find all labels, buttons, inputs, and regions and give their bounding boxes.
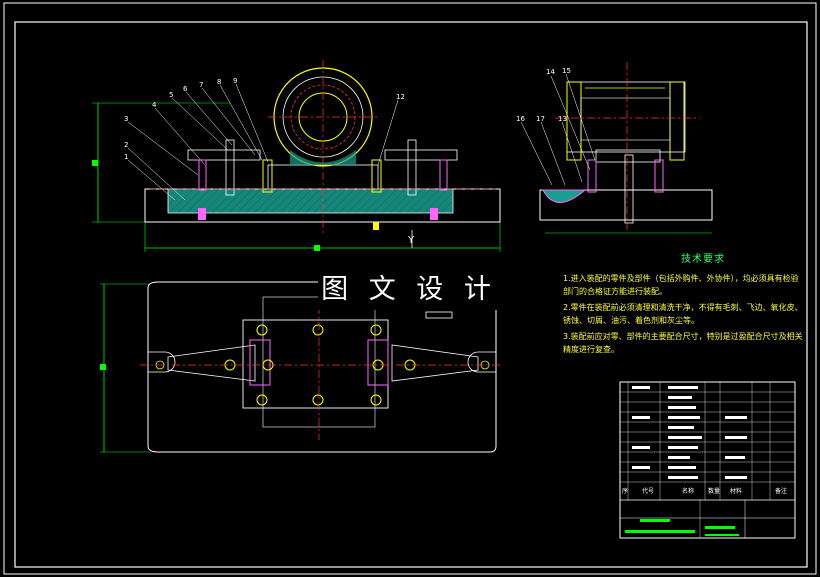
- watermark: 图 文 设 计: [318, 270, 500, 310]
- title-block: [619, 381, 796, 539]
- balloon: 9: [233, 77, 237, 85]
- requirement-item: 1.进入装配的零件及部件（包括外购件、外协件），均必须具有检验部门的合格证方能进…: [563, 274, 799, 296]
- tb-header-seq: 序: [622, 488, 629, 495]
- balloon: 4: [152, 101, 157, 109]
- balloon: 1: [124, 153, 128, 161]
- requirement-item: 2.零件在装配前必须清理和清洗干净，不得有毛刺、飞边、氧化皮、锈蚀、切屑、油污、…: [563, 303, 803, 325]
- tb-header-qty: 数量: [708, 488, 721, 495]
- inner-frame: [14, 21, 808, 568]
- balloon: 7: [199, 81, 203, 89]
- tb-header-code: 代号: [642, 488, 655, 495]
- outer-frame: [3, 2, 817, 575]
- balloon: 2: [124, 141, 128, 149]
- requirements-title: 技术要求: [681, 254, 725, 265]
- balloon: 5: [169, 91, 173, 99]
- front-view: Y: [92, 60, 501, 252]
- front-balloons: 1 2 3 4 5 6 7 8 9 12: [124, 77, 405, 161]
- balloon: 16: [516, 115, 525, 123]
- requirement-item: 3.装配前应对零、部件的主要配合尺寸，特别是过盈配合尺寸及相关精度进行复查。: [563, 332, 803, 354]
- balloon: 15: [562, 67, 571, 75]
- section-mark: Y: [407, 235, 415, 246]
- tb-header-material: 材料: [730, 488, 743, 495]
- balloon: 6: [183, 85, 188, 93]
- balloon: 14: [546, 68, 555, 76]
- tb-header-notes: 备注: [775, 488, 788, 495]
- balloon: 12: [396, 93, 405, 101]
- balloon: 3: [124, 115, 128, 123]
- technical-requirements: 技术要求 1.进入装配的零件及部件（包括外购件、外协件），均必须具有检验部门的合…: [563, 254, 803, 359]
- balloon: 13: [558, 115, 567, 123]
- tb-header-name: 名称: [682, 488, 695, 495]
- balloon: 17: [536, 115, 545, 123]
- side-view: [520, 62, 713, 234]
- side-balloons: 14 15 16 17 13: [516, 67, 571, 123]
- balloon: 8: [217, 78, 221, 86]
